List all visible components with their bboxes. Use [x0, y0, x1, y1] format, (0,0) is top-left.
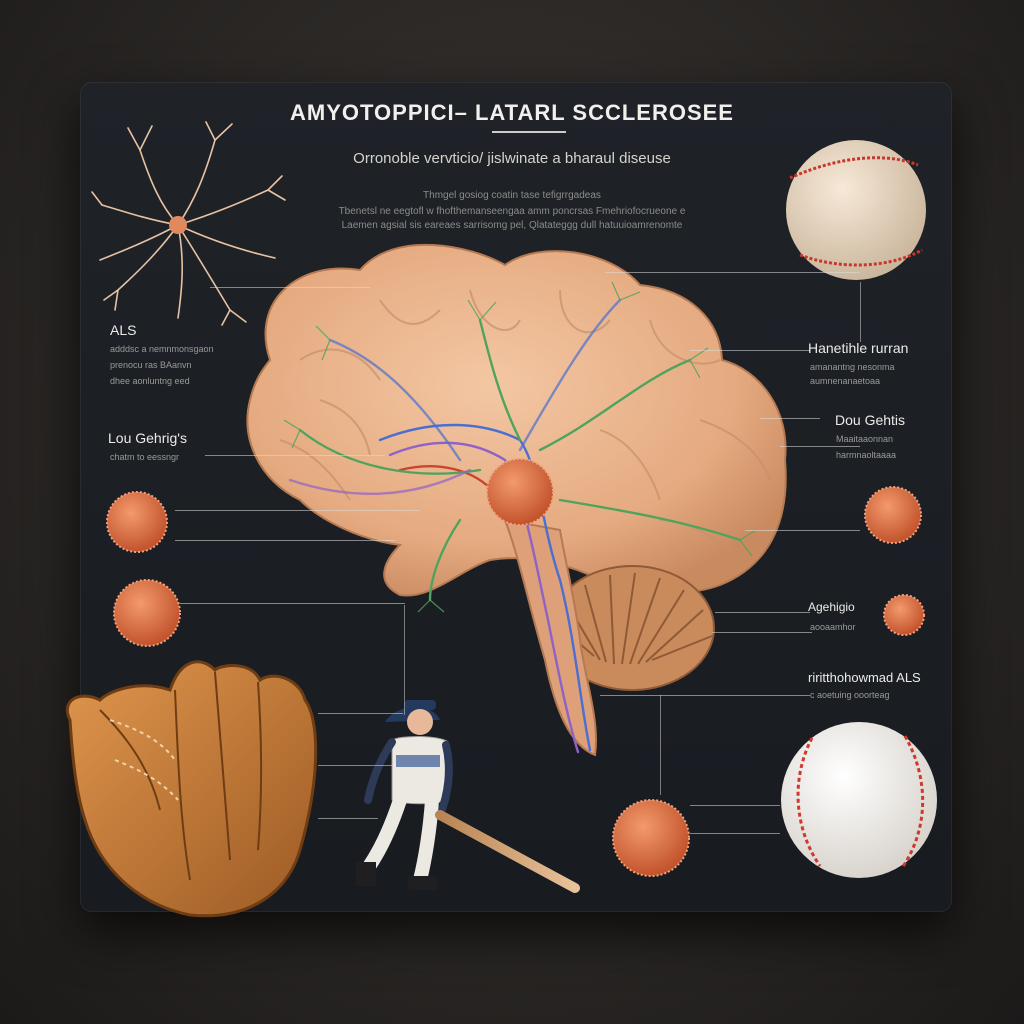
label-hereditile-line: aumnenanaetoaa	[810, 376, 881, 386]
label-als-line: dhee aonluntng eed	[110, 376, 190, 386]
brain-illustration	[246, 243, 787, 757]
leader-line	[180, 603, 405, 604]
description-line: Laemen agsial sis eareaes sarrisomg pel,…	[341, 220, 683, 231]
tennis-style-ball-icon	[786, 140, 926, 280]
leader-line	[745, 530, 860, 531]
fuzzy-cell-icon	[113, 579, 181, 647]
label-rirthohowmad-als: riritthohowmad ALS	[808, 670, 921, 685]
label-agehigio: Agehigio	[808, 600, 855, 614]
baseball-icon	[781, 722, 937, 878]
leader-line	[860, 282, 861, 342]
label-hereditile-line: amanantng nesonma	[810, 362, 895, 372]
leader-line	[690, 350, 810, 351]
leader-line	[318, 765, 393, 766]
fuzzy-cell-icon	[106, 491, 168, 553]
fuzzy-cell-icon	[612, 799, 690, 877]
description-line: Thmgel gosiog coatin tase tefigrrgadeas	[423, 190, 601, 201]
leader-line	[205, 455, 385, 456]
baseball-glove-icon	[65, 660, 318, 918]
leader-line	[690, 805, 780, 806]
leader-line	[318, 713, 403, 714]
label-lou-gehrig-line: chatm to eessngr	[110, 452, 180, 462]
leader-line	[780, 446, 860, 447]
page-subtitle: Orronoble vervticio/ jislwinate a bharau…	[353, 150, 671, 167]
label-dou-gehtis-line: harmnaoltaaaa	[836, 450, 897, 460]
neuron-icon	[91, 121, 286, 326]
label-als-line: prenocu ras BAanvn	[110, 360, 192, 370]
leader-line	[175, 540, 395, 541]
leader-line	[715, 612, 810, 613]
leader-line	[210, 287, 370, 288]
leader-line	[175, 510, 420, 511]
page-title: AMYOTOPPICI– LATARL SCCLEROSEE	[290, 100, 734, 125]
label-dou-gehtis-line: Maaitaaonnan	[836, 434, 894, 444]
leader-line	[600, 695, 810, 696]
fuzzy-cell-icon	[864, 486, 922, 544]
leader-line	[760, 418, 820, 419]
label-rirthohowmad-line: c aoetuing ooorteag	[810, 690, 890, 700]
label-dou-gehtis: Dou Gehtis	[835, 412, 906, 428]
neuron-nucleus	[169, 216, 187, 234]
leader-line	[318, 818, 378, 819]
label-lou-gehrig: Lou Gehrig's	[108, 430, 187, 446]
fuzzy-cell-icon	[486, 458, 554, 526]
leader-line	[404, 605, 405, 715]
leader-line	[605, 272, 860, 273]
leader-line	[690, 833, 780, 834]
label-als: ALS	[110, 322, 137, 338]
label-hereditile: Hanetihle rurran	[808, 340, 909, 356]
description-line: Tbenetsl ne eegtofl w fhofthemanseengaa …	[338, 206, 686, 217]
label-agehigio-line: aooaamhor	[810, 622, 856, 632]
leader-line	[660, 695, 661, 795]
title-underline	[492, 131, 566, 133]
leader-line	[712, 632, 812, 633]
label-als-line: adddsc a nemnmonsgaon	[110, 344, 214, 354]
fuzzy-cell-icon	[883, 594, 925, 636]
baseball-player-figure	[356, 700, 580, 893]
